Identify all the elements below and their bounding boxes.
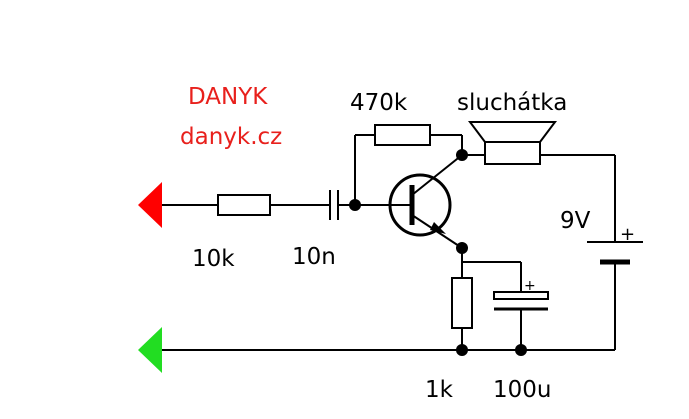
transistor (388, 154, 463, 249)
label-battery-plus: + (620, 224, 635, 245)
battery-9v (587, 241, 643, 265)
capacitor-10n (329, 190, 339, 220)
label-470k: 470k (350, 90, 408, 116)
emitter-arrow (430, 222, 446, 234)
junction-dots (349, 149, 527, 356)
label-1k: 1k (425, 377, 454, 403)
brand-name: DANYK (188, 84, 268, 110)
earphones-speaker (468, 121, 557, 165)
label-capacitor-plus: + (524, 278, 536, 294)
label-10k: 10k (192, 246, 235, 272)
capacitor-100u (493, 291, 549, 311)
resistor-470k (374, 124, 431, 146)
label-earphones: sluchátka (457, 90, 567, 116)
label-100u: 100u (493, 377, 551, 403)
label-10n: 10n (292, 244, 336, 270)
wires (160, 134, 616, 351)
brand-site: danyk.cz (180, 124, 282, 150)
resistor-1k (451, 277, 473, 329)
label-9v: 9V (560, 208, 591, 234)
input-bottom-arrow (138, 327, 162, 373)
resistor-10k (217, 194, 271, 216)
input-top-arrow (138, 182, 162, 228)
